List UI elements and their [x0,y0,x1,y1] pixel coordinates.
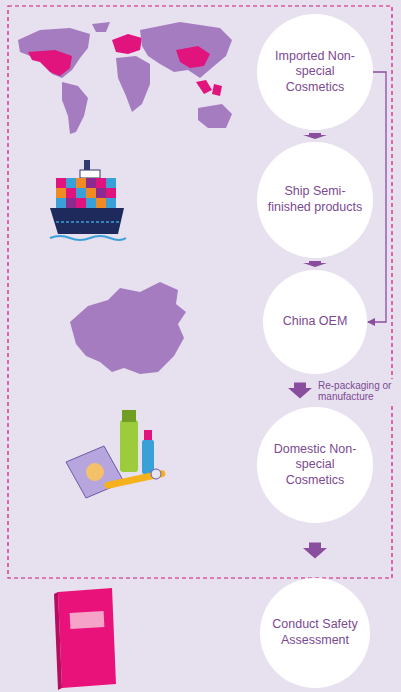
process-circle: Ship Semi-finished products [257,142,373,258]
process-circle: Imported Non-special Cosmetics [257,14,373,130]
ship [50,160,126,240]
china-map [70,282,186,374]
world-map [18,22,232,134]
edge-label: Re-packaging or manufacture [316,379,401,404]
flow-arrow [303,133,327,139]
process-circle: Conduct Safety Assessment [260,578,370,688]
flow-arrow [288,377,312,404]
dashed-region [8,6,392,578]
process-circle: China OEM [263,270,367,374]
flow-arrow [303,261,327,267]
node-label: Conduct Safety Assessment [260,617,370,648]
cosmetics [66,410,166,498]
node-label: Imported Non-special Cosmetics [258,49,373,96]
process-circle: Domestic Non-special Cosmetics [257,407,373,523]
flow-arrow [303,526,327,575]
booklet [54,588,116,690]
node-label: Domestic Non-special Cosmetics [258,442,373,489]
node-label: Ship Semi-finished products [258,184,373,215]
node-label: China OEM [273,314,358,330]
